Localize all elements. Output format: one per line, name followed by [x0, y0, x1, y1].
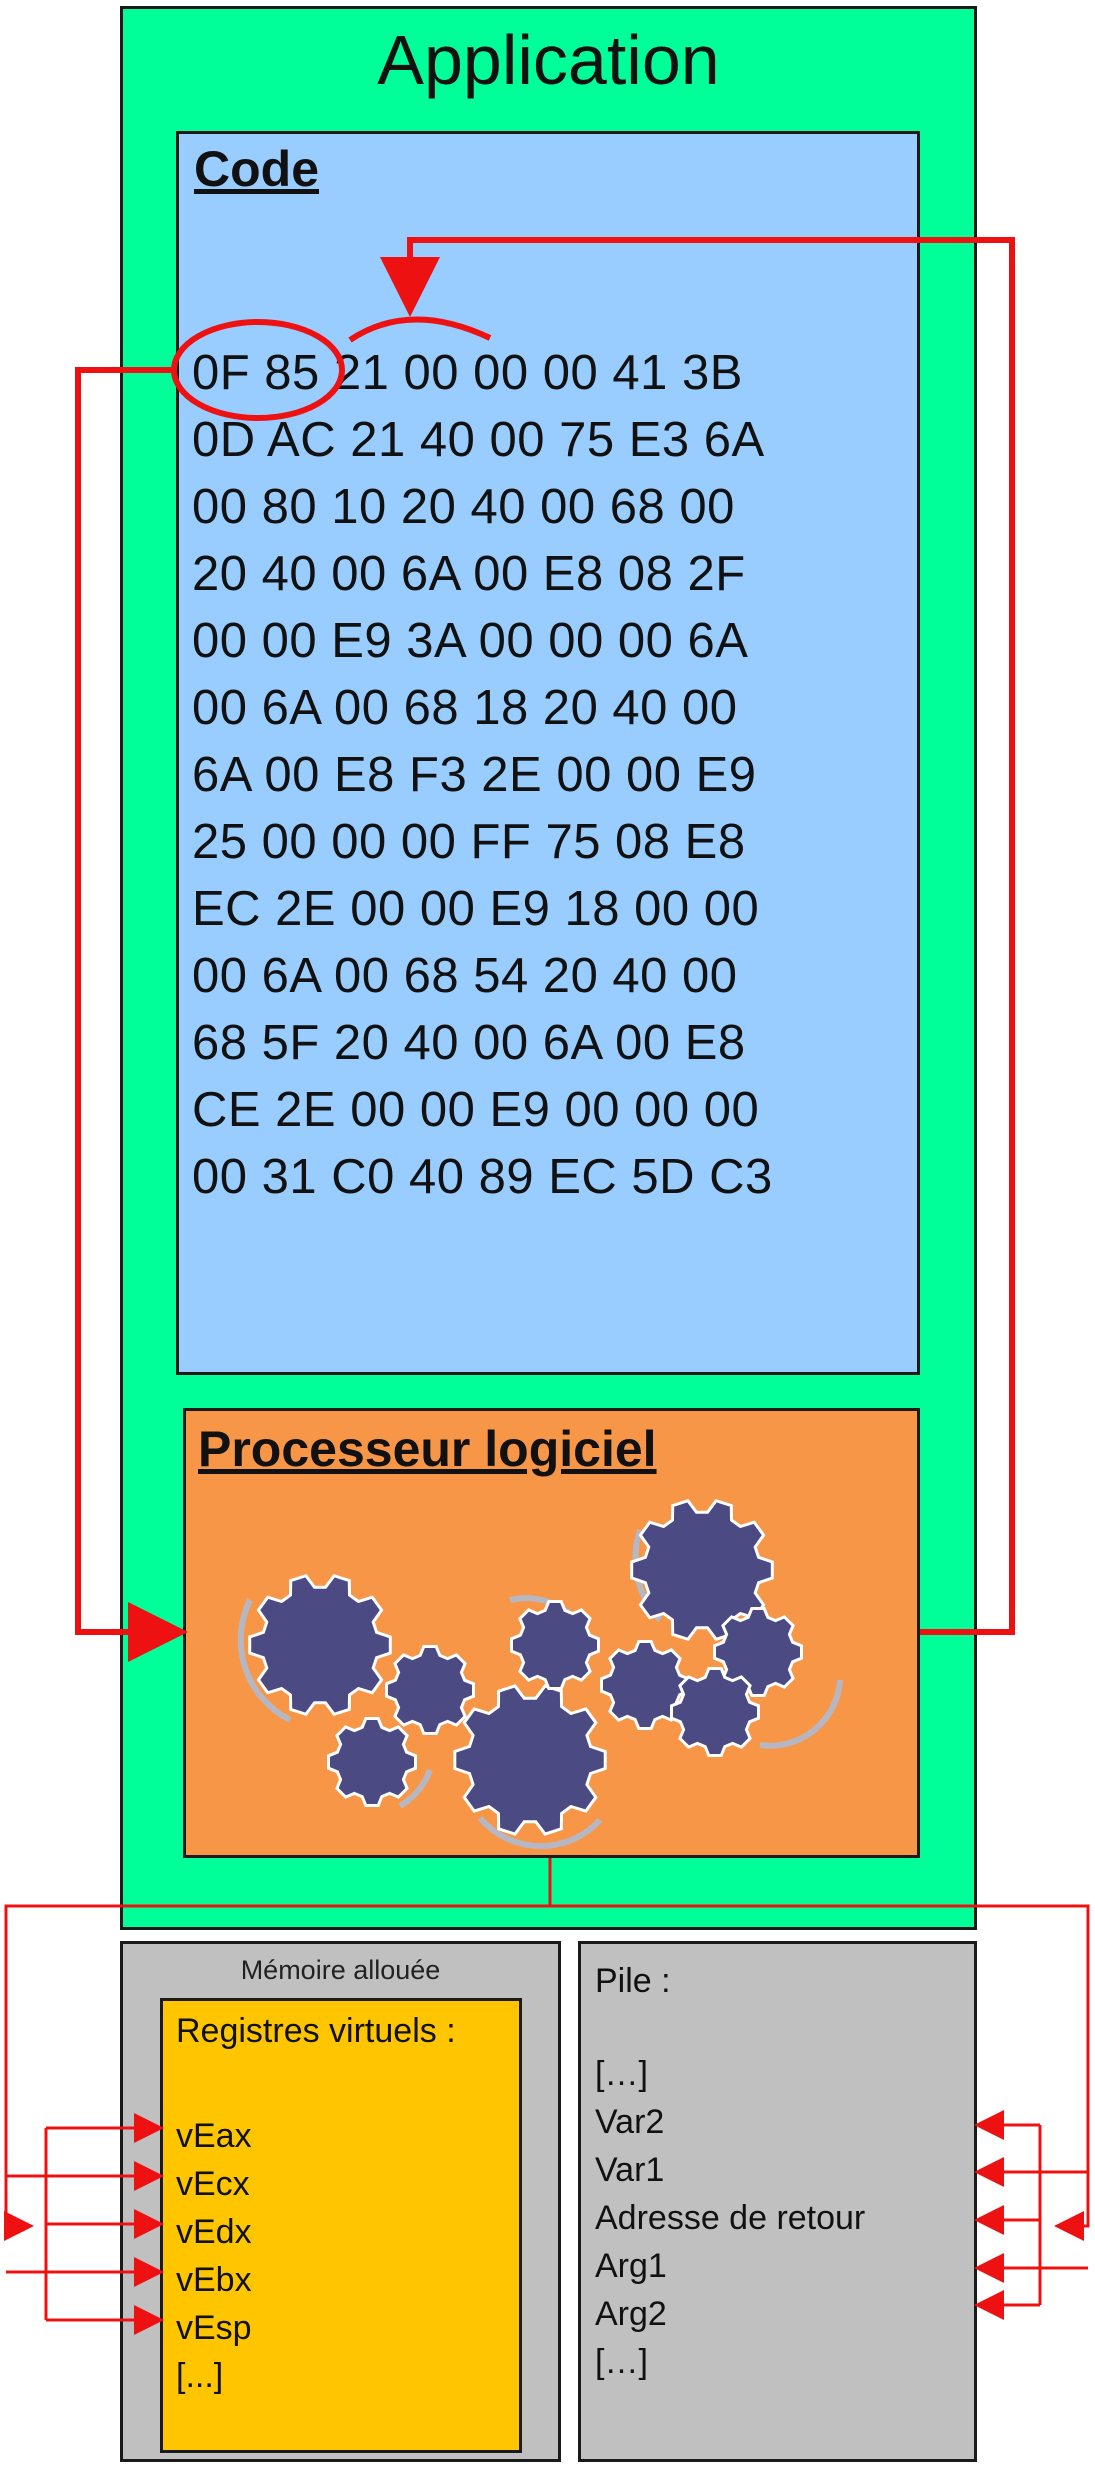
register-item: vEcx: [176, 2165, 250, 2203]
stack-title: Pile :: [595, 1962, 671, 2000]
hex-line: 0F 85 21 00 00 00 41 3B: [192, 346, 743, 400]
registers-box: [160, 1998, 522, 2453]
gear-icon: [670, 1667, 760, 1757]
gears-icon: [237, 1498, 843, 1850]
hex-line: EC 2E 00 00 E9 18 00 00: [192, 882, 760, 936]
processor-link: [550, 1904, 1090, 2241]
register-item: [...]: [176, 2357, 224, 2395]
code-title: Code: [194, 141, 319, 197]
fetch-arrow: [75, 367, 188, 1662]
stack-item: […]: [595, 2343, 648, 2381]
hex-line: 68 5F 20 40 00 6A 00 E8: [192, 1016, 746, 1070]
gear-icon: [248, 1573, 392, 1717]
processor-link: [4, 1858, 552, 2241]
register-item: vEbx: [176, 2261, 252, 2299]
stack-item: Var2: [595, 2103, 665, 2141]
code-box: [176, 131, 920, 1375]
hex-line: 6A 00 E8 F3 2E 00 00 E9: [192, 748, 757, 802]
register-item: vEsp: [176, 2309, 252, 2347]
hex-line: 25 00 00 00 FF 75 08 E8: [192, 815, 746, 869]
gear-icon: [713, 1607, 803, 1697]
hex-line: 00 6A 00 68 18 20 40 00: [192, 681, 738, 735]
gear-icon: [630, 1498, 774, 1642]
gear-icon: [327, 1717, 417, 1807]
memory-title: Mémoire allouée: [240, 1955, 441, 1985]
hex-line: 00 6A 00 68 54 20 40 00: [192, 949, 738, 1003]
stack-item: Var1: [595, 2151, 665, 2189]
register-item: vEdx: [176, 2213, 252, 2251]
hex-line: CE 2E 00 00 E9 00 00 00: [192, 1083, 760, 1137]
gear-arc: [759, 1679, 843, 1749]
register-item: vEax: [176, 2117, 252, 2155]
gear-arc: [398, 1768, 433, 1809]
application-title: Application: [377, 21, 720, 99]
stack-item: Arg1: [595, 2247, 667, 2285]
hex-line: 20 40 00 6A 00 E8 08 2F: [192, 547, 746, 601]
hex-line: 00 00 E9 3A 00 00 00 6A: [192, 614, 749, 668]
jump-arrow: [380, 237, 1015, 1635]
stack-item: Adresse de retour: [595, 2199, 866, 2237]
hex-line: 00 80 10 20 40 00 68 00: [192, 480, 735, 534]
gear-icon: [453, 1684, 607, 1836]
registers-title: Registres virtuels :: [176, 2012, 456, 2050]
stack-item: Arg2: [595, 2295, 667, 2333]
stack-list: […] Var2 Var1 Adresse de retour Arg1 Arg…: [595, 2050, 865, 2386]
stack-box: [578, 1941, 977, 2462]
processor-title: Processeur logiciel: [198, 1421, 657, 1477]
gear-icon: [510, 1600, 600, 1690]
hex-line: 00 31 C0 40 89 EC 5D C3: [192, 1150, 773, 1204]
gear-icon: [385, 1645, 475, 1735]
opcode-highlight: [171, 319, 345, 421]
gear-arc: [237, 1598, 292, 1723]
hex-dump: 0F 85 21 00 00 00 41 3B 0D AC 21 40 00 7…: [192, 340, 773, 1211]
stack-item: […]: [595, 2055, 648, 2093]
registers-list: vEax vEcx vEdx vEbx vEsp [...]: [176, 2112, 252, 2400]
gear-arc: [477, 1816, 603, 1850]
operand-brace: [348, 316, 492, 343]
hex-line: 0D AC 21 40 00 75 E3 6A: [192, 413, 765, 467]
